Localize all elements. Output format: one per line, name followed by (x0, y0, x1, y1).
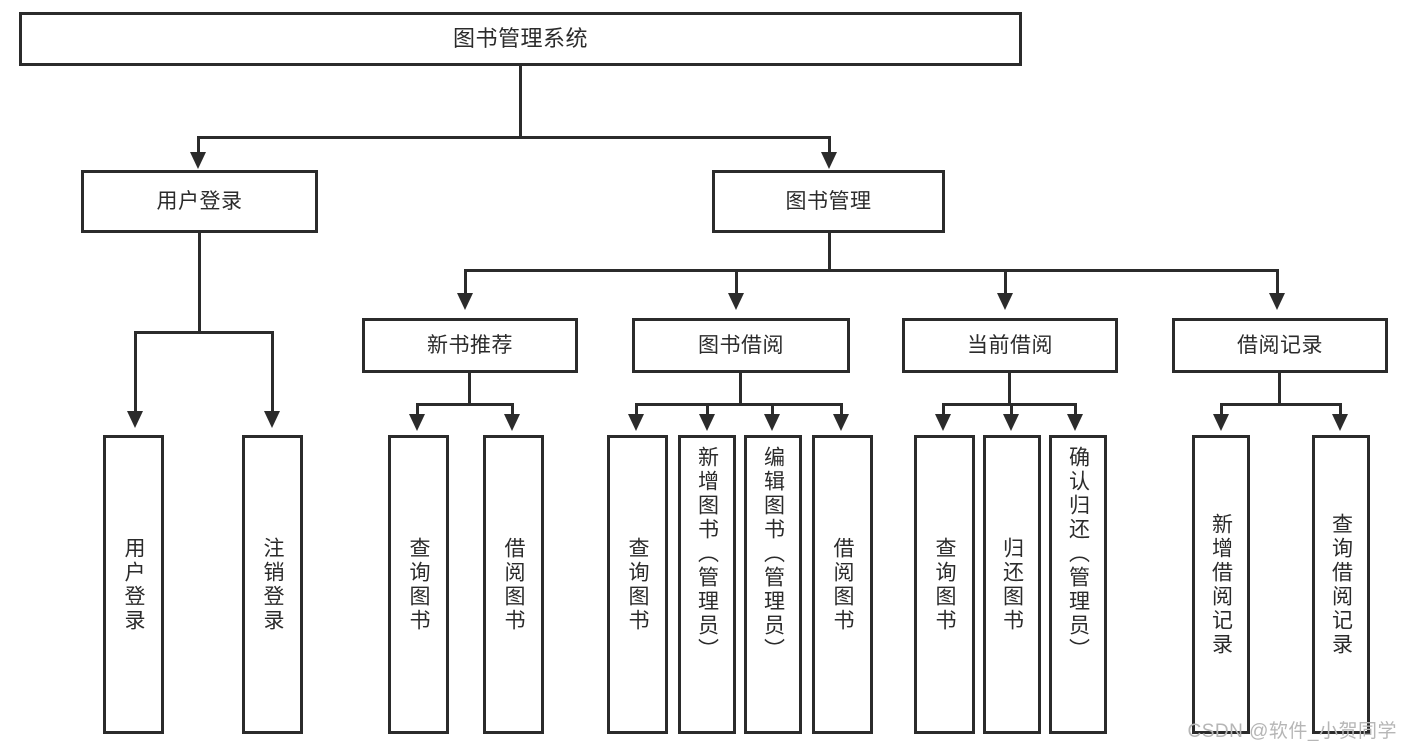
arrowhead-leaf-user-login (127, 411, 143, 428)
node-leaf-add-record[interactable]: 新增借阅记录 (1192, 435, 1250, 734)
arrowhead-leaf-query-book-1 (409, 414, 425, 431)
node-borrow-record[interactable]: 借阅记录 (1172, 318, 1388, 373)
node-leaf-query-book-2-label: 查询图书 (626, 536, 649, 633)
watermark-text: CSDN @软件_小贺同学 (1187, 721, 1397, 742)
connector-root-bus (197, 136, 831, 139)
node-root-label: 图书管理系统 (452, 25, 588, 51)
arrowhead-leaf-return-book (1003, 414, 1019, 431)
node-leaf-query-book-2[interactable]: 查询图书 (607, 435, 668, 734)
connector-user-login-drop-1 (134, 331, 137, 415)
connector-nbr-drop-1 (416, 403, 419, 417)
arrowhead-leaf-borrow-book-1 (504, 414, 520, 431)
arrowhead-leaf-query-book-2 (628, 414, 644, 431)
node-leaf-logout-label: 注销登录 (261, 536, 284, 633)
connector-nbr-stem (468, 373, 471, 405)
node-leaf-query-record-label: 查询借阅记录 (1329, 512, 1353, 657)
connector-br-drop-1 (1220, 403, 1223, 417)
arrowhead-leaf-add-record (1213, 414, 1229, 431)
arrowhead-new-book-rec (457, 293, 473, 310)
arrowhead-leaf-borrow-book-2 (833, 414, 849, 431)
node-leaf-logout[interactable]: 注销登录 (242, 435, 303, 734)
node-book-manage[interactable]: 图书管理 (712, 170, 945, 233)
arrowhead-current-borrow (997, 293, 1013, 310)
arrowhead-user-login (190, 152, 206, 169)
node-leaf-edit-book[interactable]: 编辑图书（管理员） (744, 435, 802, 734)
node-user-login[interactable]: 用户登录 (81, 170, 318, 233)
node-leaf-return-book-label: 归还图书 (1000, 536, 1024, 633)
node-borrow-record-label: 借阅记录 (1237, 333, 1323, 357)
arrowhead-book-manage (821, 152, 837, 169)
node-leaf-query-book-1-label: 查询图书 (407, 536, 430, 633)
node-leaf-add-book-label: 新增图书（管理员） (695, 446, 719, 662)
connector-bb-drop-1 (635, 403, 638, 417)
node-book-borrow-label: 图书借阅 (698, 333, 784, 357)
connector-user-login-drop-2 (271, 331, 274, 415)
node-leaf-confirm-return[interactable]: 确认归还（管理员） (1049, 435, 1107, 734)
connector-bm-drop-1 (464, 269, 467, 297)
connector-root-to-book-manage (828, 136, 831, 156)
connector-bm-drop-2 (735, 269, 738, 297)
node-leaf-return-book[interactable]: 归还图书 (983, 435, 1041, 734)
connector-user-login-bus (134, 331, 273, 334)
connector-bb-drop-4 (840, 403, 843, 417)
node-root[interactable]: 图书管理系统 (19, 12, 1022, 66)
node-leaf-query-record[interactable]: 查询借阅记录 (1312, 435, 1370, 734)
connector-bb-stem (739, 373, 742, 405)
connector-cb-stem (1008, 373, 1011, 405)
node-leaf-borrow-book-2-label: 借阅图书 (831, 536, 854, 633)
node-current-borrow-label: 当前借阅 (967, 333, 1053, 357)
node-current-borrow[interactable]: 当前借阅 (902, 318, 1118, 373)
arrowhead-book-borrow (728, 293, 744, 310)
connector-bb-bus (635, 403, 843, 406)
node-leaf-add-book[interactable]: 新增图书（管理员） (678, 435, 736, 734)
connector-br-drop-2 (1339, 403, 1342, 417)
connector-nbr-drop-2 (511, 403, 514, 417)
connector-bm-drop-3 (1004, 269, 1007, 297)
connector-bb-drop-2 (706, 403, 709, 417)
node-leaf-borrow-book-2[interactable]: 借阅图书 (812, 435, 873, 734)
node-leaf-borrow-book-1[interactable]: 借阅图书 (483, 435, 544, 734)
connector-cb-drop-1 (942, 403, 945, 417)
connector-root-stem (519, 66, 522, 138)
arrowhead-borrow-record (1269, 293, 1285, 310)
arrowhead-leaf-query-record (1332, 414, 1348, 431)
node-leaf-user-login[interactable]: 用户登录 (103, 435, 164, 734)
arrowhead-leaf-logout (264, 411, 280, 428)
node-leaf-confirm-return-label: 确认归还（管理员） (1066, 446, 1090, 662)
connector-cb-bus (942, 403, 1077, 406)
arrowhead-leaf-add-book (699, 414, 715, 431)
connector-nbr-bus (416, 403, 514, 406)
connector-bb-drop-3 (771, 403, 774, 417)
connector-cb-drop-3 (1074, 403, 1077, 417)
node-book-borrow[interactable]: 图书借阅 (632, 318, 850, 373)
node-new-book-rec[interactable]: 新书推荐 (362, 318, 578, 373)
arrowhead-leaf-confirm-return (1067, 414, 1083, 431)
node-leaf-query-book-1[interactable]: 查询图书 (388, 435, 449, 734)
node-book-manage-label: 图书管理 (785, 189, 872, 213)
connector-book-manage-stem (828, 233, 831, 271)
connector-cb-drop-2 (1010, 403, 1013, 417)
connector-user-login-stem (198, 233, 201, 333)
node-new-book-rec-label: 新书推荐 (427, 333, 513, 357)
connector-book-manage-bus (464, 269, 1279, 272)
connector-root-to-user-login (197, 136, 200, 156)
node-leaf-add-record-label: 新增借阅记录 (1209, 512, 1233, 657)
connector-bm-drop-4 (1276, 269, 1279, 297)
node-leaf-user-login-label: 用户登录 (122, 536, 145, 633)
arrowhead-leaf-edit-book (764, 414, 780, 431)
node-leaf-query-book-3-label: 查询图书 (933, 536, 956, 633)
node-leaf-edit-book-label: 编辑图书（管理员） (761, 446, 785, 662)
node-leaf-query-book-3[interactable]: 查询图书 (914, 435, 975, 734)
arrowhead-leaf-query-book-3 (935, 414, 951, 431)
node-leaf-borrow-book-1-label: 借阅图书 (502, 536, 525, 633)
connector-br-stem (1278, 373, 1281, 405)
node-user-login-label: 用户登录 (156, 189, 243, 213)
connector-br-bus (1220, 403, 1342, 406)
